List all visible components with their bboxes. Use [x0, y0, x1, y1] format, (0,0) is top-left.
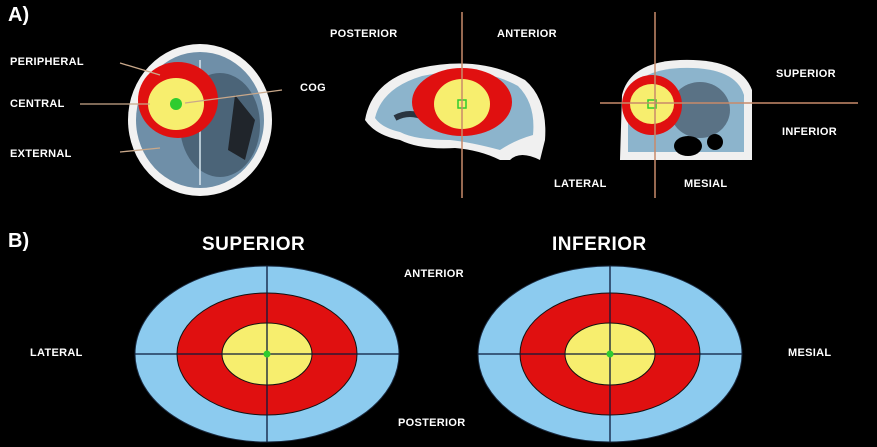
sagittal-posterior-label: POSTERIOR — [330, 28, 398, 40]
mesial-label: MESIAL — [788, 347, 831, 359]
external-label: EXTERNAL — [10, 148, 72, 160]
peripheral-label: PERIPHERAL — [10, 56, 84, 68]
sagittal-ct-slice — [365, 64, 545, 160]
inferior-target-diagram — [478, 266, 742, 442]
coronal-ct-slice — [620, 60, 752, 160]
axial-ct-slice — [128, 44, 272, 196]
panel-a-label: A) — [8, 4, 29, 27]
coronal-superior-label: SUPERIOR — [776, 68, 836, 80]
superior-title: SUPERIOR — [202, 234, 305, 256]
lateral-label: LATERAL — [30, 347, 83, 359]
posterior-label: POSTERIOR — [398, 417, 466, 429]
anterior-label: ANTERIOR — [404, 268, 464, 280]
coronal-inferior-label: INFERIOR — [782, 126, 837, 138]
inferior-title: INFERIOR — [552, 234, 647, 256]
coronal-central-zone — [630, 84, 674, 124]
axial-cog-marker — [170, 98, 182, 110]
coronal-lateral-label: LATERAL — [554, 178, 607, 190]
coronal-mesial-label: MESIAL — [684, 178, 727, 190]
sagittal-anterior-label: ANTERIOR — [497, 28, 557, 40]
cog-label: COG — [300, 82, 326, 94]
panel-b-label: B) — [8, 230, 29, 253]
superior-target-diagram — [135, 266, 399, 442]
central-label: CENTRAL — [10, 98, 65, 110]
